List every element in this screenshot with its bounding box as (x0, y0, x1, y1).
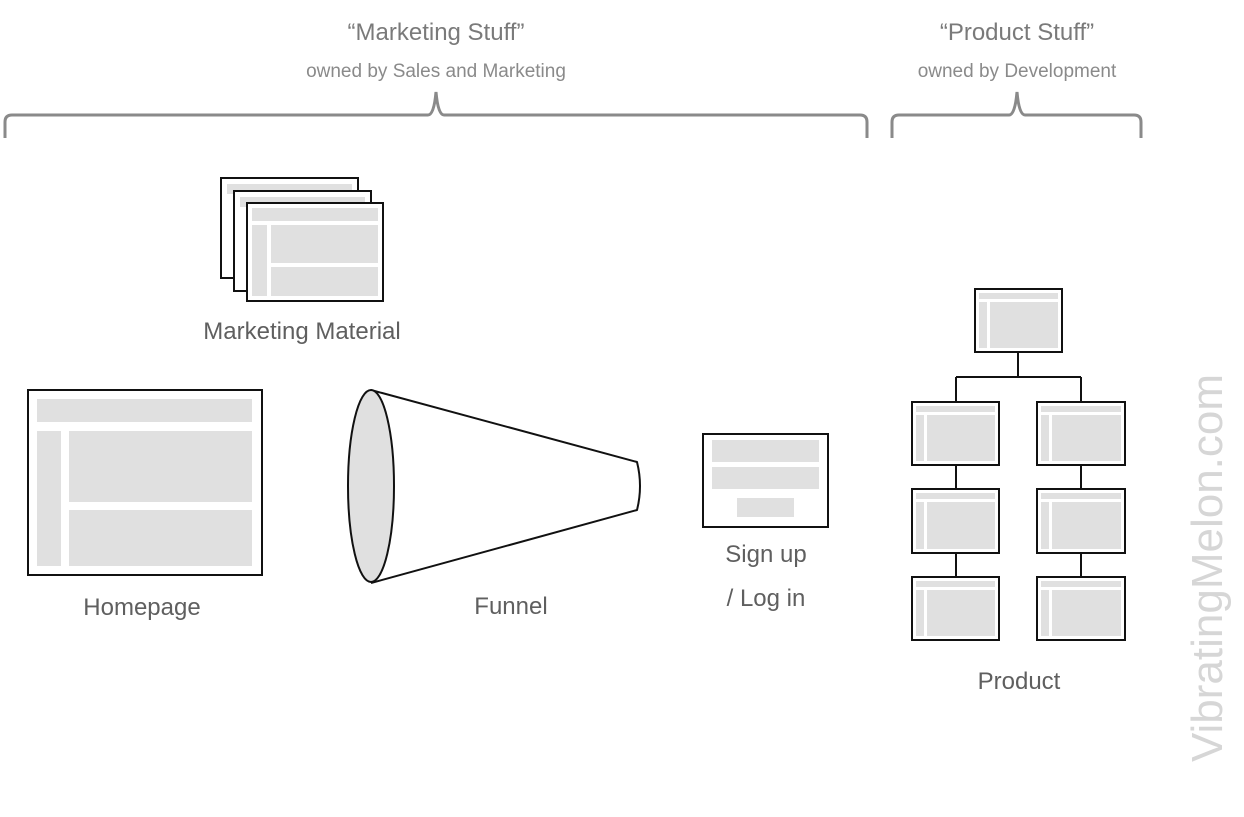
tree-node-right-3 (1036, 576, 1126, 641)
signup-label-line1: Sign up (725, 541, 806, 568)
tree-node-right-1 (1036, 401, 1126, 466)
watermark: VibratingMelon.com (1183, 374, 1232, 762)
tree-node-root (974, 288, 1063, 353)
tree-connectors (955, 352, 1082, 577)
marketing-material-label: Marketing Material (203, 318, 400, 345)
form-wireframe-icon (702, 433, 829, 528)
web-page-wireframe-icon (27, 389, 263, 576)
homepage-label: Homepage (83, 594, 200, 621)
product-label: Product (978, 668, 1061, 695)
product-section-owner: owned by Development (918, 61, 1117, 82)
marketing-section-header: “Marketing Stuff” owned by Sales and Mar… (306, 19, 566, 82)
sitemap-tree-icon (911, 288, 1126, 641)
marketing-section-title: “Marketing Stuff” (348, 19, 525, 46)
funnel-label: Funnel (474, 593, 547, 620)
product-section-header: “Product Stuff” owned by Development (918, 19, 1117, 82)
tree-node-left-3 (911, 576, 1000, 641)
signup-label-line2: / Log in (727, 585, 806, 612)
tree-node-left-2 (911, 488, 1000, 554)
page-front (246, 202, 384, 302)
stacked-pages-icon (220, 177, 384, 302)
marketing-bracket (3, 91, 869, 138)
tree-node-left-1 (911, 401, 1000, 466)
funnel-icon (347, 389, 641, 584)
product-section-title: “Product Stuff” (940, 19, 1094, 46)
marketing-section-owner: owned by Sales and Marketing (306, 61, 566, 82)
product-bracket (890, 91, 1143, 138)
tree-node-right-2 (1036, 488, 1126, 554)
